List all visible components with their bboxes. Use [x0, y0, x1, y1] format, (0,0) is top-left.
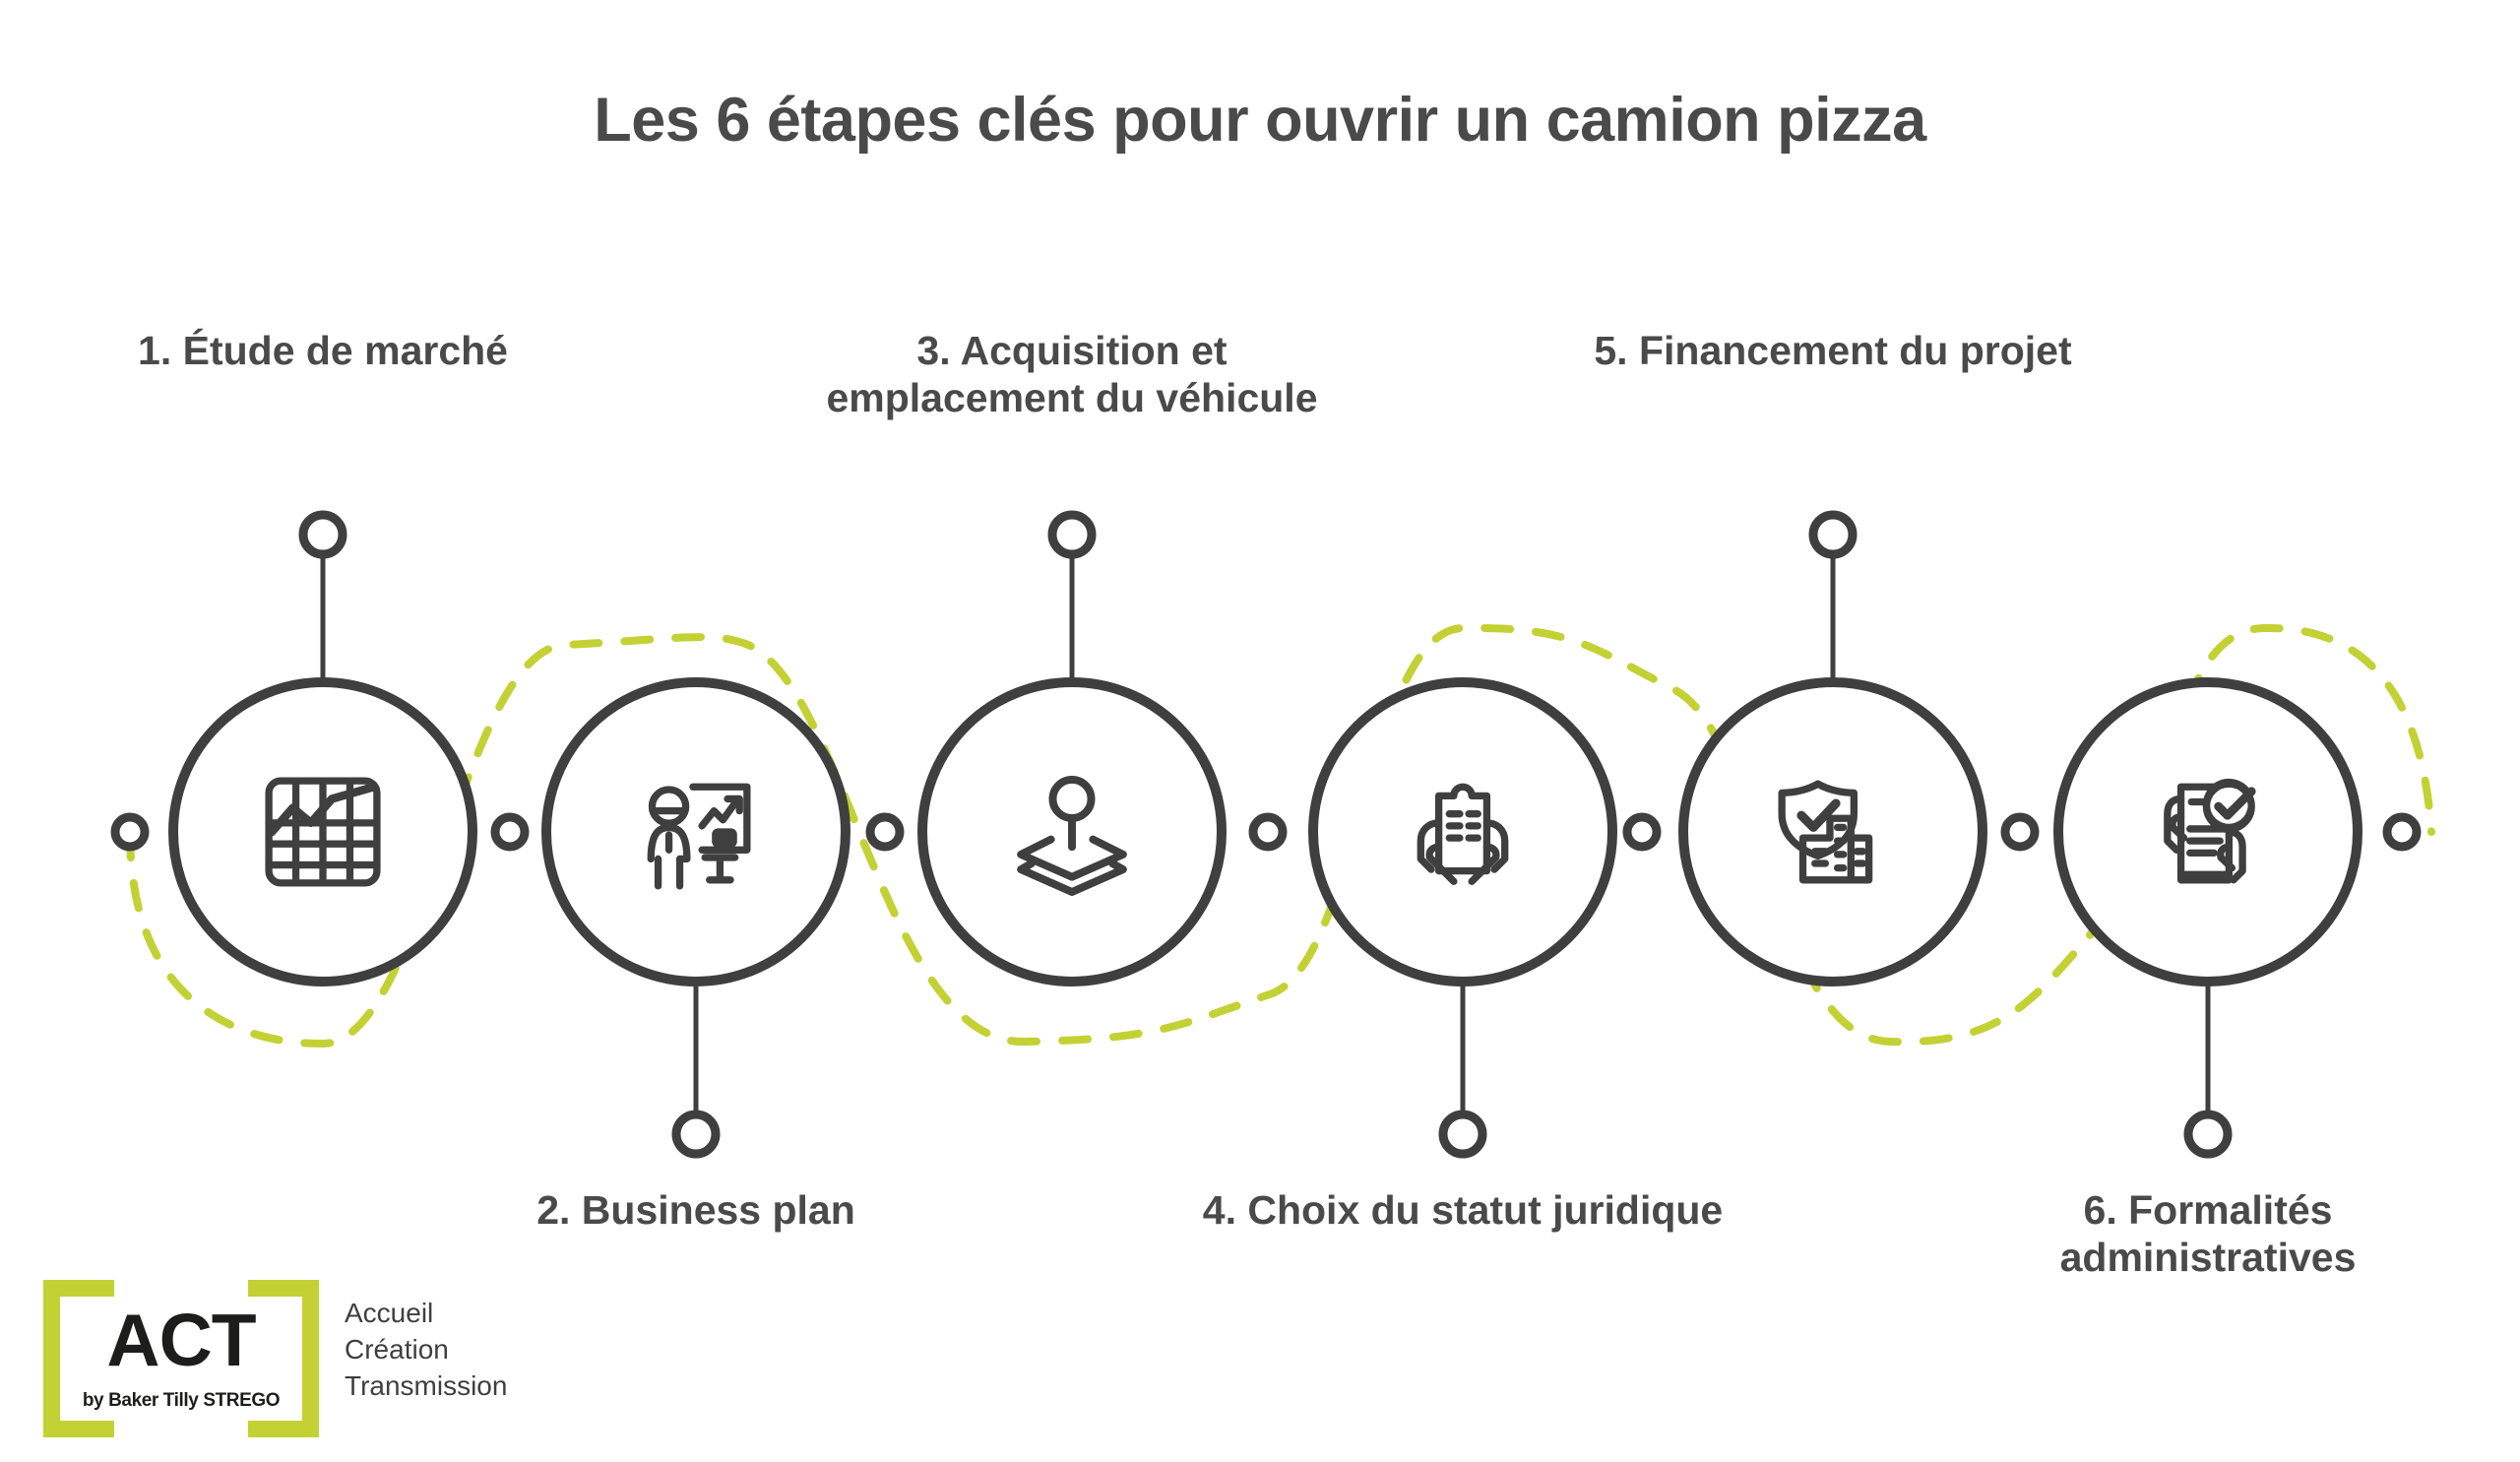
- connector-node-6: [2382, 812, 2422, 852]
- logo-tagline-line-1: Accueil: [345, 1298, 434, 1328]
- brand-logo: ACT by Baker Tilly STREGO Accueil Créati…: [43, 1280, 507, 1437]
- logo-tagline-line-2: Création: [345, 1333, 449, 1365]
- logo-bracket-right-icon: [248, 1280, 319, 1437]
- step-label-2: 2. Business plan: [536, 1187, 855, 1233]
- connector-node-2: [865, 812, 905, 852]
- logo-byline: by Baker Tilly STREGO: [82, 1390, 281, 1411]
- step-circle-1: [168, 677, 477, 986]
- step-circle-3: [917, 677, 1227, 986]
- document-check-hands-icon: [2164, 779, 2256, 884]
- step-label-5: 5. Financement du projet: [1594, 328, 2072, 373]
- step-label-3: 3. Acquisition et emplacement du véhicul…: [826, 328, 1318, 421]
- step-node-6[interactable]: [2053, 677, 2362, 986]
- step-node-4[interactable]: [1308, 677, 1617, 986]
- shield-check-buildings-icon: [1778, 780, 1873, 884]
- connector-nodes: [110, 812, 2422, 852]
- page-title: Les 6 étapes clés pour ouvrir un camion …: [594, 86, 1926, 155]
- connector-node-4: [1622, 812, 1662, 852]
- logo-bracket-left-icon: [43, 1280, 114, 1437]
- step-node-5[interactable]: [1678, 677, 1987, 986]
- step-node-2[interactable]: [541, 677, 850, 986]
- step-node-1[interactable]: [168, 677, 477, 986]
- connector-node-1: [490, 812, 530, 852]
- stem-dot-step-6: [2183, 1110, 2233, 1159]
- presenter-board-growth-icon: [647, 783, 751, 890]
- stem-dot-step-4: [1438, 1110, 1487, 1159]
- connector-node-5: [2000, 812, 2040, 852]
- logo-wordmark: ACT: [106, 1299, 256, 1381]
- hands-holding-document-icon: [1417, 783, 1509, 885]
- stem-dot-step-2: [671, 1110, 721, 1159]
- stem-end-dots: [298, 510, 2233, 1159]
- step-circle-4: [1308, 677, 1617, 986]
- market-analytics-chart-icon: [265, 777, 381, 887]
- stem-lines: [320, 551, 2211, 1122]
- stem-dot-step-5: [1808, 510, 1858, 559]
- connector-node-0: [110, 812, 150, 852]
- logo-mark: ACT by Baker Tilly STREGO: [43, 1280, 319, 1437]
- step-node-3[interactable]: [917, 677, 1227, 986]
- stem-dot-step-3: [1047, 510, 1097, 559]
- accent-dashed-wave: [126, 623, 2435, 1049]
- step-circle-5: [1678, 677, 1987, 986]
- step-circle-6: [2053, 677, 2362, 986]
- connector-node-3: [1248, 812, 1288, 852]
- logo-tagline: Accueil Création Transmission: [345, 1296, 507, 1405]
- stem-dot-step-1: [298, 510, 347, 559]
- step-label-1: 1. Étude de marché: [138, 328, 508, 373]
- step-label-6: 6. Formalités administratives: [2059, 1187, 2357, 1281]
- step-circle-2: [541, 677, 850, 986]
- logo-tagline-line-3: Transmission: [345, 1369, 508, 1401]
- map-pin-layers-icon: [1017, 775, 1127, 896]
- step-label-4: 4. Choix du statut juridique: [1202, 1187, 1724, 1233]
